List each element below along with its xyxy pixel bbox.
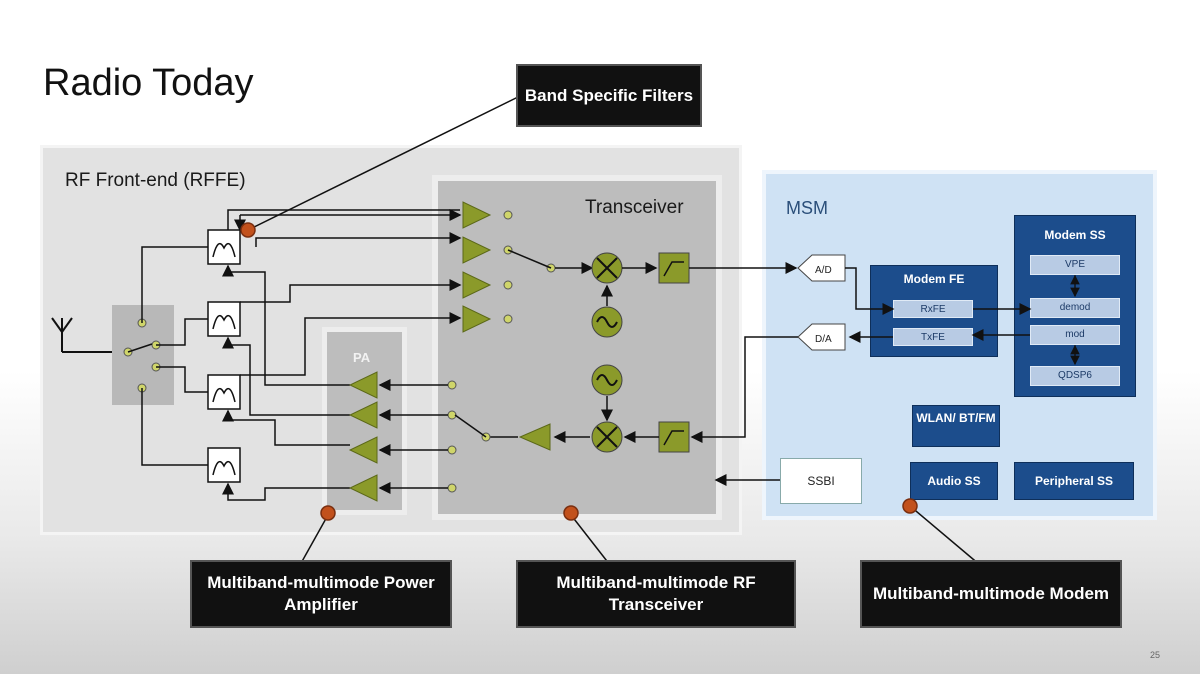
ad-label: A/D: [815, 265, 832, 276]
callout-rf-transceiver: Multiband-multimode RF Transceiver: [516, 560, 796, 628]
wlan-block: WLAN/ BT/FM: [912, 405, 1000, 447]
tx-driver-amp-icon: [518, 423, 551, 451]
audio-ss-block: Audio SS: [910, 462, 998, 500]
pa-label: PA: [353, 350, 371, 365]
rx-lo-icon: [591, 306, 623, 338]
callout-power-amplifier: Multiband-multimode Power Amplifier: [190, 560, 452, 628]
modem-fe-title: Modem FE: [903, 272, 965, 286]
peripheral-ss-block: Peripheral SS: [1014, 462, 1134, 500]
da-converter-icon: [797, 323, 846, 351]
msm-label: MSM: [786, 198, 828, 218]
transceiver-label: Transceiver: [585, 197, 684, 218]
rffe-label: RF Front-end (RFFE): [65, 170, 246, 191]
pa-amplifier-icons: [348, 371, 378, 502]
rx-mixer-icon: [591, 252, 623, 284]
slide-title: Radio Today: [43, 62, 254, 104]
callout-band-filters: Band Specific Filters: [516, 64, 702, 127]
modem-ss-title: Modem SS: [1044, 228, 1106, 242]
filter-icons: [207, 229, 241, 483]
mod-box: mod: [1030, 325, 1120, 345]
vpe-box: VPE: [1030, 255, 1120, 275]
qdsp6-box: QDSP6: [1030, 366, 1120, 386]
ssbi-box: SSBI: [780, 458, 862, 504]
page-number: 25: [1150, 650, 1161, 660]
tx-mixer-icon: [591, 421, 623, 453]
callout-pointer-dots: [240, 222, 918, 521]
rx-baseband-filter-icon: [658, 252, 690, 284]
lna-amplifier-icons: [462, 201, 492, 333]
callout-modem: Multiband-multimode Modem: [860, 560, 1122, 628]
txfe-box: TxFE: [893, 328, 973, 346]
tx-baseband-filter-icon: [658, 421, 690, 453]
da-label: D/A: [815, 334, 832, 345]
tx-lo-icon: [591, 364, 623, 396]
transceiver-panel: Transceiver: [432, 175, 722, 520]
